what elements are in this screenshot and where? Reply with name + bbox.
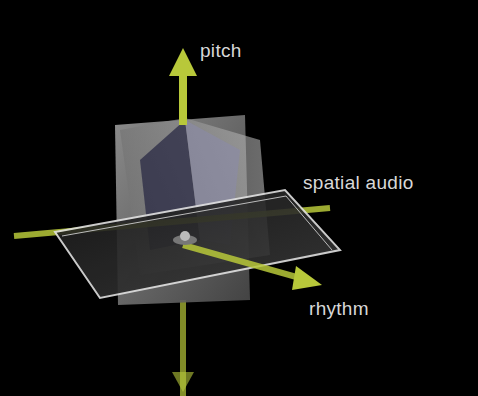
pitch-arrowhead: [169, 48, 197, 76]
plane-edge: [62, 196, 332, 250]
rhythm-axis: [183, 245, 300, 278]
centre-knob: [180, 231, 190, 241]
axis-label: rhythm: [309, 298, 369, 320]
down-arrowhead: [172, 372, 194, 392]
horizontal-plane: [55, 190, 340, 298]
pitch-axis: [179, 72, 187, 125]
axis-label: spatial audio: [303, 172, 414, 194]
axis-label: pitch: [200, 40, 242, 62]
rhythm-arrowhead: [292, 266, 322, 290]
